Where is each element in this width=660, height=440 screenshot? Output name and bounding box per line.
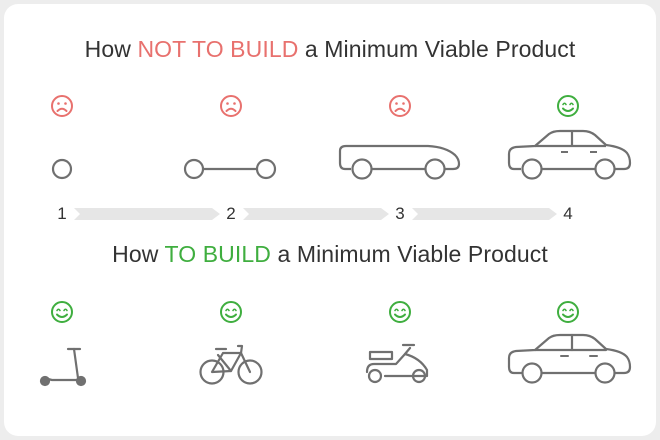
happy-face-icon xyxy=(51,301,73,323)
axle-icon xyxy=(183,158,277,180)
car-icon xyxy=(507,333,632,384)
step-number-3: 3 xyxy=(395,204,405,223)
arrow-2-3 xyxy=(243,208,389,220)
progress-arrows xyxy=(74,208,557,220)
car-icon xyxy=(507,129,632,180)
sad-face-icon xyxy=(220,95,242,117)
bottom-title: How TO BUILD a Minimum Viable Product xyxy=(112,241,548,267)
top-title: How NOT TO BUILD a Minimum Viable Produc… xyxy=(84,36,576,62)
top-title-highlight: NOT TO BUILD xyxy=(137,36,299,62)
happy-face-icon xyxy=(220,301,242,323)
happy-face-icon xyxy=(389,301,411,323)
step-number-1: 1 xyxy=(57,204,67,223)
step-number-2: 2 xyxy=(226,204,236,223)
bicycle-icon xyxy=(199,344,263,385)
wheel-icon xyxy=(51,158,73,180)
motor-scooter-icon xyxy=(365,343,429,384)
scooter-icon xyxy=(39,347,87,387)
happy-face-icon xyxy=(557,95,579,117)
step-number-4: 4 xyxy=(563,204,573,223)
bottom-title-highlight: TO BUILD xyxy=(164,241,271,267)
sad-face-icon xyxy=(51,95,73,117)
sad-face-icon xyxy=(389,95,411,117)
happy-face-icon xyxy=(557,301,579,323)
car-body-icon xyxy=(338,144,461,180)
arrow-1-2 xyxy=(74,208,220,220)
arrow-3-4 xyxy=(412,208,557,220)
